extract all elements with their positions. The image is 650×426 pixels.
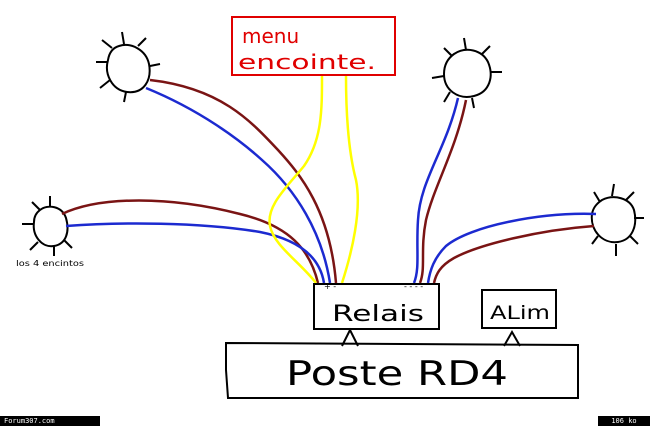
commander-box: menu encointe. (231, 16, 396, 76)
wire-blue-right (426, 212, 597, 284)
wiring-diagram: menu encointe. (16, 16, 644, 399)
commander-label-line1: menu (242, 24, 299, 48)
alim-box: ALim (481, 289, 557, 329)
relay-polarity-left: + - (324, 282, 336, 291)
commander-label-line2: encointe. (238, 50, 376, 74)
commander-frame (231, 16, 396, 76)
arrow-to-alim (503, 329, 521, 347)
alim-frame (481, 289, 557, 329)
alim-label: ALim (490, 302, 550, 324)
footer-site: Forum307.com (0, 416, 100, 426)
wire-blue-top-right (412, 97, 460, 284)
detectors-caption: los 4 encintos (16, 259, 84, 268)
wire-blue-top-left (145, 86, 332, 284)
post-box: Poste RD4 (225, 341, 579, 399)
post-frame (225, 341, 579, 399)
wire-yellow-1 (268, 75, 324, 284)
wire-brown-right (432, 224, 595, 284)
relay-label: Relais (332, 302, 424, 327)
arrow-to-relay (341, 327, 359, 347)
wire-yellow-2 (340, 75, 360, 284)
detector-left (22, 196, 73, 256)
footer-size: 106 ko (598, 416, 650, 426)
post-label: Poste RD4 (286, 354, 508, 394)
wire-brown-top-right (418, 99, 468, 284)
detector-top-left (96, 31, 161, 103)
wire-brown-top-left (149, 78, 338, 284)
detector-right (590, 183, 644, 256)
relay-polarity-right: - - - - (404, 282, 423, 291)
wire-brown-left (61, 199, 320, 284)
relay-frame (313, 283, 440, 330)
wire-blue-left (65, 222, 326, 284)
relay-box: + - - - - - Relais (313, 282, 440, 330)
detector-top-right (431, 37, 502, 109)
connector-arrows (341, 327, 521, 347)
